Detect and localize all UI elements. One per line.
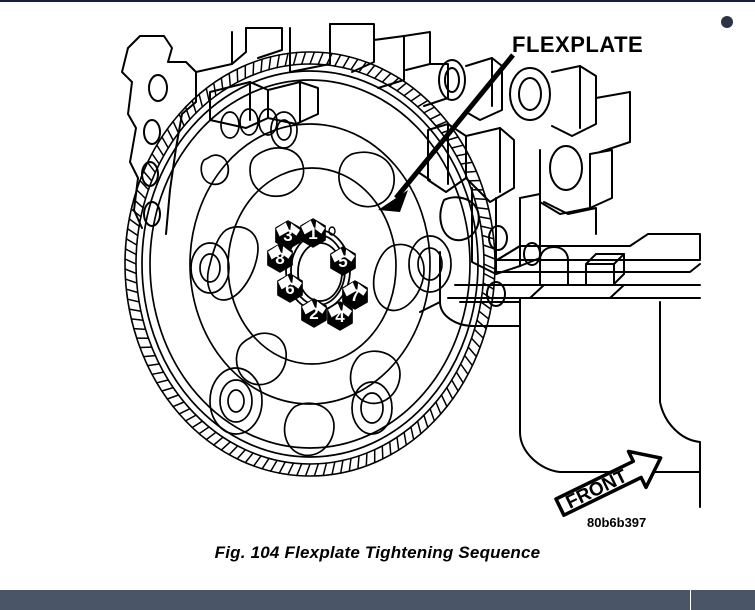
bolt-sequence-number: 6 bbox=[285, 279, 294, 298]
bolt-head-facet bbox=[331, 248, 345, 263]
bolt-head-facet bbox=[276, 222, 290, 237]
bolt-sequence-number: 2 bbox=[309, 304, 318, 323]
bolt-marker-7: 7 bbox=[342, 280, 368, 310]
bolt-head-facet bbox=[342, 304, 352, 317]
bolt-sequence-markers: 1 2 3 4 5 6 7 8 bbox=[267, 218, 368, 331]
flexplate-lightening-holes bbox=[200, 147, 425, 457]
flexplate-leader-arrow bbox=[378, 53, 515, 212]
bolt-marker-3: 3 bbox=[275, 220, 301, 250]
flexplate-label: FLEXPLATE bbox=[512, 32, 643, 57]
bolt-marker-8: 8 bbox=[267, 243, 293, 273]
flexplate-balance-holes bbox=[190, 108, 452, 435]
bolt-sequence-number: 7 bbox=[350, 286, 359, 305]
bolt-sequence-number: 1 bbox=[308, 224, 317, 243]
front-direction-arrow: FRONT bbox=[554, 449, 663, 517]
bolt-sequence-number: 5 bbox=[338, 252, 347, 271]
ring-gear-teeth bbox=[124, 51, 496, 477]
flexplate-body bbox=[141, 70, 479, 458]
bolt-marker-1: 1 bbox=[300, 218, 326, 248]
bolt-sequence-number: 3 bbox=[283, 226, 292, 245]
bolt-head-facet bbox=[290, 223, 300, 236]
bolt-head-facet bbox=[282, 246, 292, 259]
bottom-bar-divider bbox=[690, 590, 691, 610]
bolt-head-facet bbox=[343, 282, 357, 297]
technical-illustration: 1 2 3 4 5 6 7 8 FRONT FLEXPLATE 80b6b397 bbox=[0, 2, 755, 588]
bolt-head-facet bbox=[301, 220, 315, 235]
figure-caption: Fig. 104 Flexplate Tightening Sequence bbox=[214, 543, 541, 562]
bolt-head-facet bbox=[357, 283, 367, 296]
bolt-head-facet bbox=[268, 245, 282, 260]
bolt-head-facet bbox=[292, 276, 302, 289]
bolt-sequence-number: 4 bbox=[335, 307, 345, 326]
page-top-rule bbox=[0, 0, 755, 2]
bolt-marker-5: 5 bbox=[330, 246, 356, 276]
bolt-marker-2: 2 bbox=[301, 298, 327, 328]
scroll-knob-inner[interactable] bbox=[721, 16, 733, 28]
bolt-sequence-number: 8 bbox=[275, 249, 284, 268]
gear-tooth-hatching bbox=[124, 51, 496, 477]
viewer-bottom-bar[interactable] bbox=[0, 590, 755, 610]
bolt-head-facet bbox=[278, 275, 292, 290]
part-code-label: 80b6b397 bbox=[587, 515, 646, 530]
flexplate-diagram-svg: 1 2 3 4 5 6 7 8 FRONT FLEXPLATE 80b6b397 bbox=[121, 23, 701, 530]
bolt-head-facet bbox=[328, 303, 342, 318]
bolt-head-facet bbox=[316, 301, 326, 314]
bolt-marker-6: 6 bbox=[277, 273, 303, 303]
bolt-head-facet bbox=[302, 300, 316, 315]
bellhousing-adapter-bracket bbox=[417, 123, 597, 327]
bolt-head-facet bbox=[345, 249, 355, 262]
bolt-marker-4: 4 bbox=[327, 301, 353, 331]
bolt-head-facet bbox=[315, 221, 325, 234]
